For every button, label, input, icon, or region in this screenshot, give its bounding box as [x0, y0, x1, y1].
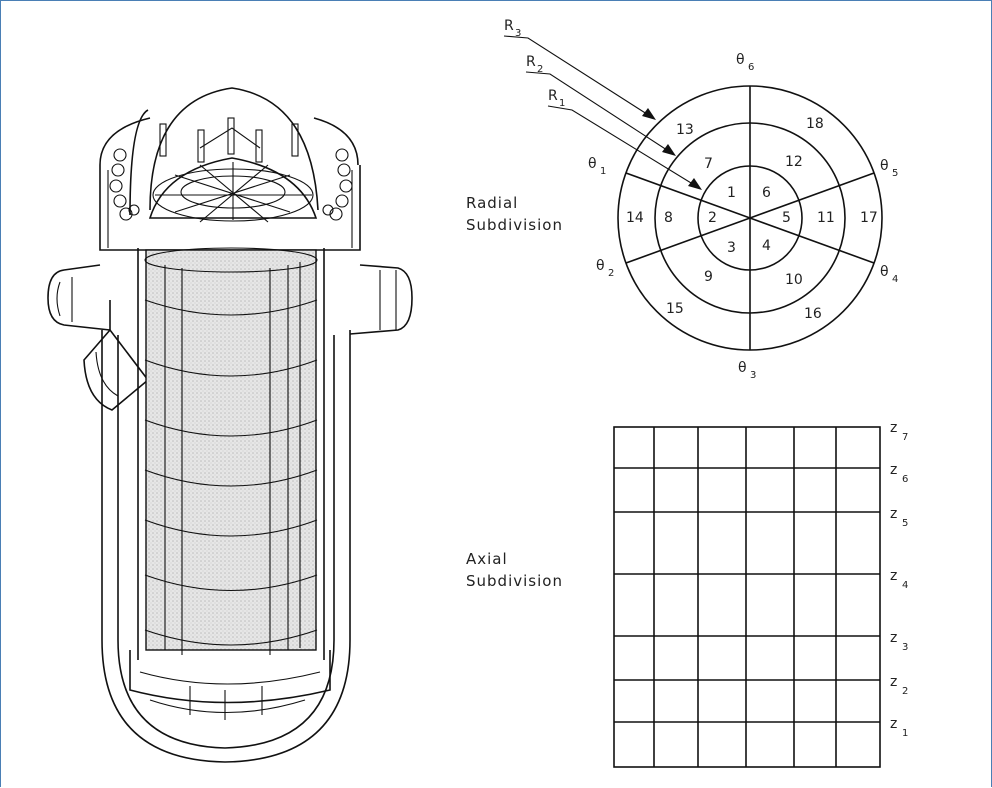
radial-subdivision-diagram: 1 2 3 4 5 6 7 8 9 10 11 12 13 14 15 16 1… — [503, 18, 898, 381]
svg-text:3: 3 — [750, 370, 756, 381]
svg-text:3: 3 — [515, 28, 521, 39]
theta-lines — [625, 86, 875, 350]
cell-12: 12 — [785, 154, 803, 170]
cell-2: 2 — [708, 210, 717, 226]
svg-text:z: z — [890, 674, 897, 690]
theta-6-label: θ 6 — [736, 52, 754, 73]
cell-5: 5 — [782, 210, 791, 226]
cell-14: 14 — [626, 210, 644, 226]
z2-label: z 2 — [890, 674, 908, 697]
cell-10: 10 — [785, 272, 803, 288]
z7-label: z 7 — [890, 420, 908, 443]
svg-text:5: 5 — [902, 518, 908, 529]
svg-text:2: 2 — [902, 686, 908, 697]
svg-text:6: 6 — [902, 474, 908, 485]
svg-text:z: z — [890, 568, 897, 584]
svg-text:z: z — [890, 506, 897, 522]
z3-label: z 3 — [890, 630, 908, 653]
z4-label: z 4 — [890, 568, 908, 591]
radial-title-line2: Subdivision — [466, 216, 563, 234]
svg-text:3: 3 — [902, 642, 908, 653]
z5-label: z 5 — [890, 506, 908, 529]
theta-1-label: θ 1 — [588, 156, 606, 177]
theta-5-label: θ 5 — [880, 158, 898, 179]
svg-text:7: 7 — [902, 432, 908, 443]
cell-7: 7 — [704, 156, 713, 172]
cell-16: 16 — [804, 306, 822, 322]
theta-3-label: θ 3 — [738, 360, 756, 381]
svg-text:θ: θ — [588, 156, 597, 172]
svg-text:θ: θ — [880, 158, 889, 174]
axial-title-line1: Axial — [466, 550, 508, 568]
axial-title-line2: Subdivision — [466, 572, 563, 590]
cell-1: 1 — [727, 185, 736, 201]
svg-text:4: 4 — [892, 274, 898, 285]
svg-text:z: z — [890, 716, 897, 732]
radius-r3-label: R 3 — [503, 18, 656, 120]
svg-text:θ: θ — [736, 52, 745, 68]
svg-text:6: 6 — [748, 62, 754, 73]
cell-11: 11 — [817, 210, 835, 226]
axial-title: Axial Subdivision — [466, 550, 563, 590]
svg-text:z: z — [890, 462, 897, 478]
reactor-vessel-cutaway — [47, 87, 413, 763]
svg-text:z: z — [890, 630, 897, 646]
svg-text:1: 1 — [600, 166, 606, 177]
cell-6: 6 — [762, 185, 771, 201]
svg-text:R: R — [548, 88, 558, 104]
z6-label: z 6 — [890, 462, 908, 485]
svg-text:5: 5 — [892, 168, 898, 179]
svg-text:R: R — [526, 54, 536, 70]
theta-4-label: θ 4 — [880, 264, 898, 285]
radial-title: Radial Subdivision — [466, 194, 563, 234]
cell-4: 4 — [762, 238, 771, 254]
radius-r2-label: R 2 — [525, 54, 676, 156]
z1-label: z 1 — [890, 716, 908, 739]
svg-text:θ: θ — [738, 360, 747, 376]
svg-text:θ: θ — [596, 258, 605, 274]
cell-18: 18 — [806, 116, 824, 132]
radial-title-line1: Radial — [466, 194, 518, 212]
cell-3: 3 — [727, 240, 736, 256]
cell-9: 9 — [704, 269, 713, 285]
svg-text:2: 2 — [537, 64, 543, 75]
cell-8: 8 — [664, 210, 673, 226]
svg-text:R: R — [504, 18, 514, 34]
svg-text:z: z — [890, 420, 897, 436]
svg-text:2: 2 — [608, 268, 614, 279]
svg-text:1: 1 — [902, 728, 908, 739]
svg-text:θ: θ — [880, 264, 889, 280]
svg-text:1: 1 — [559, 98, 565, 109]
theta-2-label: θ 2 — [596, 258, 614, 279]
svg-text:4: 4 — [902, 580, 908, 591]
axial-subdivision-grid: z 7 z 6 z 5 z 4 z 3 z 2 z 1 — [613, 420, 908, 768]
cell-17: 17 — [860, 210, 878, 226]
cell-13: 13 — [676, 122, 694, 138]
radius-r1-label: R 1 — [547, 88, 702, 190]
cell-15: 15 — [666, 301, 684, 317]
